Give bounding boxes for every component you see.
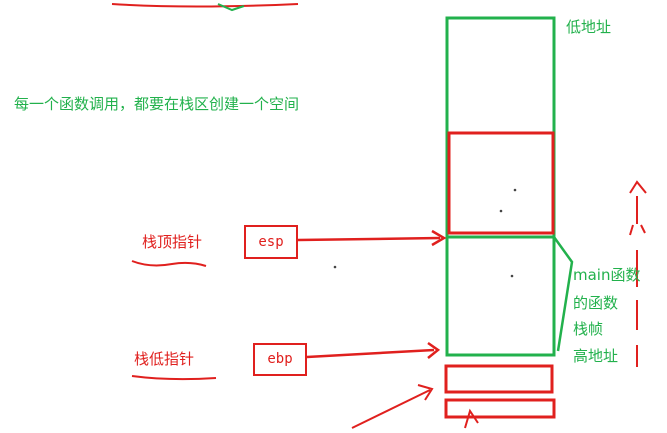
high-address-label: 高地址 xyxy=(573,347,619,365)
dot xyxy=(499,209,503,213)
up-arrowhead xyxy=(629,180,647,194)
low-address-label: 低地址 xyxy=(566,18,612,36)
incoming-arrowhead xyxy=(417,384,434,401)
dot xyxy=(513,188,517,192)
stack-note: 每一个函数调用，都要在栈区创建一个空间 xyxy=(14,95,300,113)
bottom-frame-2 xyxy=(444,398,556,419)
bottom-caret xyxy=(464,408,479,429)
esp-arrowhead xyxy=(431,229,447,247)
esp-register-box: esp xyxy=(244,225,298,259)
stack-column xyxy=(445,16,556,357)
stack-top-pointer-label: 栈顶指针 xyxy=(142,233,203,251)
stack-bottom-pointer-label: 栈低指针 xyxy=(134,350,195,368)
dot xyxy=(510,274,514,278)
ebp-label-underline xyxy=(131,375,217,381)
top-scribble-green xyxy=(217,3,245,12)
incoming-arrow-line xyxy=(351,389,431,429)
esp-arrow-line xyxy=(297,236,441,242)
esp-label-underline xyxy=(131,260,207,267)
ebp-arrow-line xyxy=(306,348,435,359)
top-scribble xyxy=(111,3,299,8)
frame-label-line1: main函数 xyxy=(573,266,641,284)
frame-label-line3: 栈帧 xyxy=(573,320,604,338)
dot xyxy=(333,265,337,269)
bottom-frame-1 xyxy=(444,364,554,394)
ebp-arrowhead xyxy=(427,341,441,359)
ebp-register-box: ebp xyxy=(253,343,307,376)
main-frame-bracket xyxy=(552,236,574,352)
called-function-frame xyxy=(447,131,555,235)
up-dash-2 xyxy=(629,224,646,236)
frame-label-line2: 的函数 xyxy=(573,294,619,312)
